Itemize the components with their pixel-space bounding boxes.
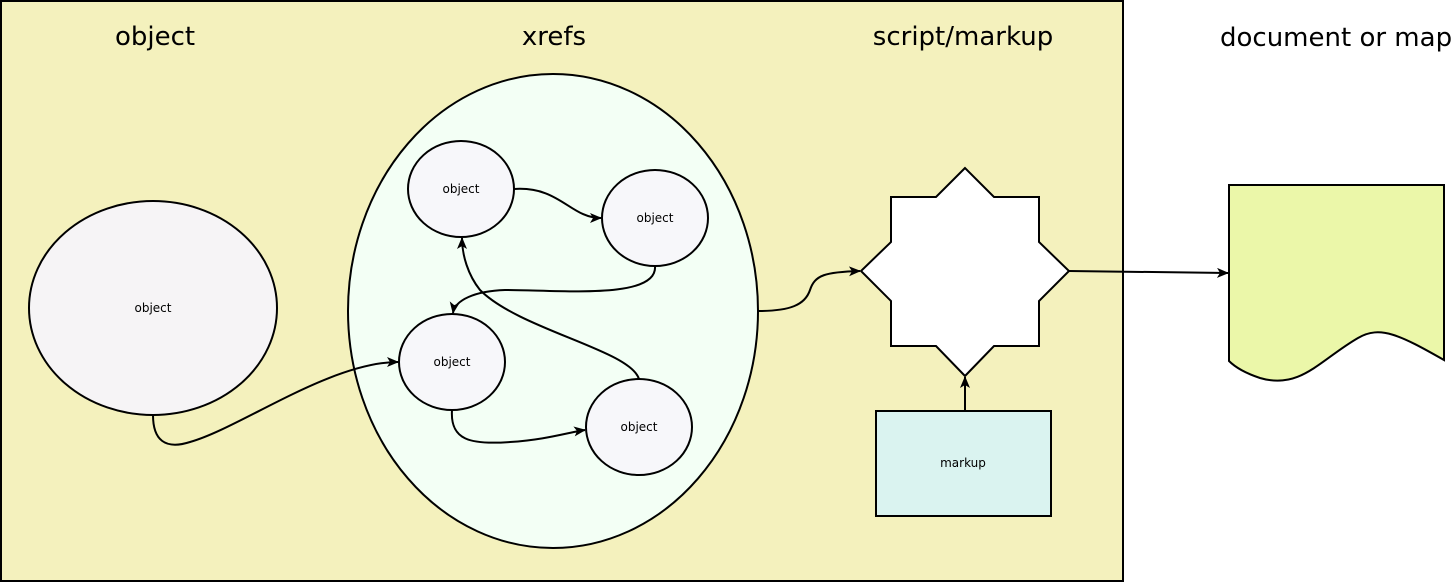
heading-xrefs: xrefs <box>522 22 586 52</box>
edge-xref2-to-xref3 <box>449 265 657 314</box>
edge-xref1-to-xref2 <box>513 187 602 223</box>
markup-node[interactable]: markup <box>875 410 1052 517</box>
edge-script-to-document <box>1068 267 1229 278</box>
script-node[interactable] <box>859 166 1071 378</box>
xref-object-2[interactable]: object <box>601 169 709 267</box>
edge-xref4-to-xref1 <box>457 237 640 380</box>
xref-object-3[interactable]: object <box>398 313 506 411</box>
heading-script-markup: script/markup <box>873 22 1053 52</box>
heading-object: object <box>115 22 195 52</box>
document-node[interactable] <box>1228 184 1445 382</box>
xref-object-3-label: object <box>434 355 471 369</box>
markup-rect <box>875 410 1052 517</box>
xref-object-1[interactable]: object <box>407 140 515 238</box>
script-star-shape <box>859 166 1071 378</box>
xref-object-1-label: object <box>443 182 480 196</box>
source-object-label: object <box>135 301 172 315</box>
xref-object-2-label: object <box>637 211 674 225</box>
edge-source-to-xref3 <box>152 357 399 446</box>
xref-object-4[interactable]: object <box>585 378 693 476</box>
edge-xref3-to-xref4 <box>450 409 586 444</box>
document-shape <box>1228 184 1445 382</box>
source-object-node[interactable]: object <box>28 200 278 416</box>
xrefs-group[interactable] <box>347 73 759 549</box>
edge-xrefs-to-script <box>757 266 861 312</box>
xref-object-4-label: object <box>621 420 658 434</box>
markup-label: markup <box>940 456 986 470</box>
heading-document-or-map: document or map <box>1220 23 1452 53</box>
